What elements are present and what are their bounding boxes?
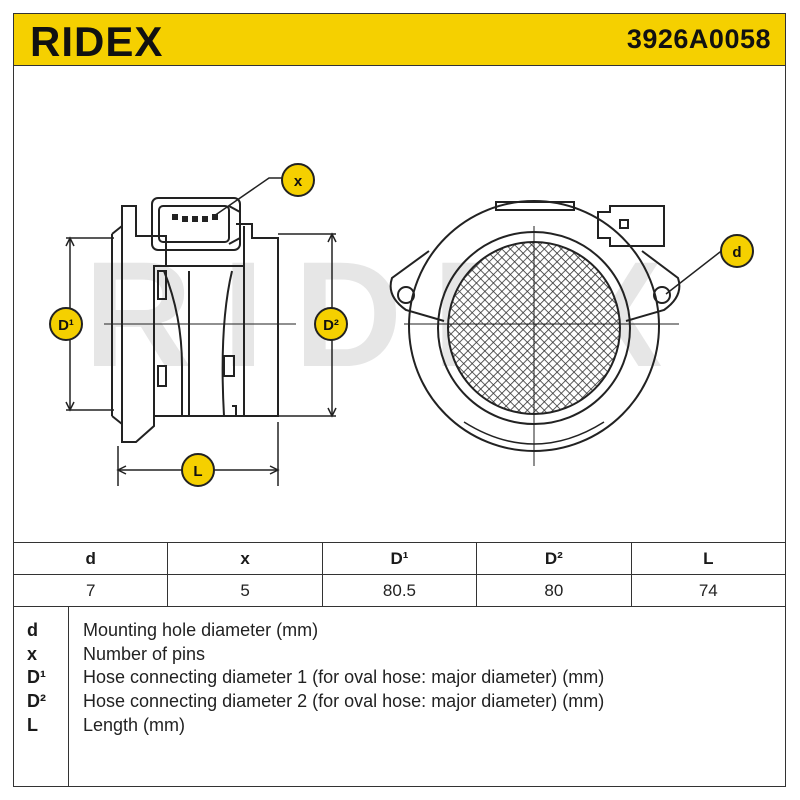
value-D2: 80 bbox=[476, 574, 632, 607]
value-L: 74 bbox=[630, 574, 787, 607]
header-D2: D² bbox=[476, 542, 632, 575]
callout-D2: D² bbox=[314, 307, 348, 341]
value-x: 5 bbox=[167, 574, 323, 607]
header-bar: RIDEX 3926A0058 bbox=[13, 13, 786, 66]
callout-D2-label: D² bbox=[323, 317, 339, 334]
legend-text: Hose connecting diameter 1 (for oval hos… bbox=[83, 667, 605, 687]
dimensions-value-row: 7 5 80.5 80 74 bbox=[12, 574, 787, 607]
part-number: 3926A0058 bbox=[626, 24, 771, 54]
legend-text: Number of pins bbox=[83, 644, 206, 664]
callout-x-label: x bbox=[294, 173, 303, 190]
legend-key: D² bbox=[27, 691, 46, 711]
legend-text: Hose connecting diameter 2 (for oval hos… bbox=[83, 691, 605, 711]
header-d: d bbox=[12, 542, 169, 575]
ridex-logo: RIDEX bbox=[30, 20, 163, 62]
legend-key: L bbox=[27, 715, 38, 735]
legend-text: Length (mm) bbox=[83, 715, 186, 735]
left-mounting-ear bbox=[389, 250, 445, 322]
legend-item: x Number of pins bbox=[13, 644, 786, 668]
header-x: x bbox=[167, 542, 323, 575]
dimensions-table: d x D¹ D² L 7 5 80.5 80 74 bbox=[12, 542, 787, 607]
technical-drawing: RIDEX bbox=[49, 163, 754, 487]
legend: d Mounting hole diameter (mm) x Number o… bbox=[13, 606, 786, 787]
callout-L-label: L bbox=[193, 463, 202, 480]
legend-key: d bbox=[27, 620, 38, 640]
front-view bbox=[389, 200, 681, 466]
legend-item: L Length (mm) bbox=[13, 715, 786, 739]
header-L: L bbox=[630, 542, 787, 575]
callout-D1-label: D¹ bbox=[58, 317, 74, 334]
legend-key: D¹ bbox=[27, 667, 46, 687]
callout-d-label: d bbox=[732, 244, 741, 261]
legend-item: d Mounting hole diameter (mm) bbox=[13, 620, 786, 644]
side-view bbox=[104, 197, 296, 443]
callout-d: d bbox=[665, 234, 754, 295]
value-D1: 80.5 bbox=[321, 574, 478, 607]
callout-D1: D¹ bbox=[49, 307, 83, 341]
legend-item: D² Hose connecting diameter 2 (for oval … bbox=[13, 691, 786, 715]
dimensions-header-row: d x D¹ D² L bbox=[12, 542, 787, 575]
legend-divider bbox=[68, 606, 69, 787]
header-D1: D¹ bbox=[321, 542, 478, 575]
right-mounting-ear bbox=[625, 250, 681, 322]
right-mounting-hole bbox=[653, 286, 671, 304]
front-connector bbox=[597, 205, 665, 247]
dimension-L bbox=[116, 422, 280, 486]
legend-text: Mounting hole diameter (mm) bbox=[83, 620, 319, 640]
top-bracket bbox=[495, 201, 575, 211]
connector-plug bbox=[158, 205, 230, 243]
legend-item: D¹ Hose connecting diameter 1 (for oval … bbox=[13, 667, 786, 691]
callout-L: L bbox=[181, 453, 215, 487]
legend-key: x bbox=[27, 644, 38, 664]
callout-x: x bbox=[213, 163, 315, 217]
right-flange bbox=[236, 223, 279, 417]
value-d: 7 bbox=[12, 574, 169, 607]
logo-text: RIDEX bbox=[30, 20, 163, 62]
left-mounting-hole bbox=[397, 286, 415, 304]
connector-pins bbox=[172, 214, 218, 222]
